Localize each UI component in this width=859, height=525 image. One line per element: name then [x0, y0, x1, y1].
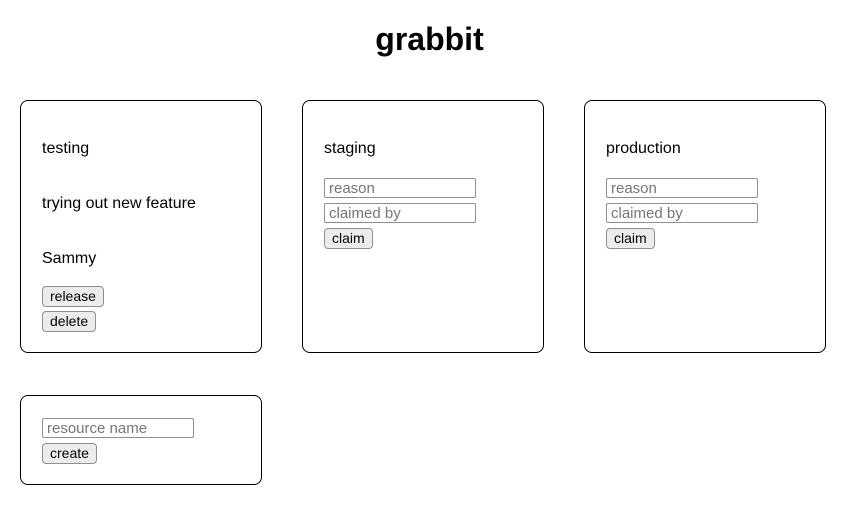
cards-container: testing trying out new feature Sammy rel… — [0, 100, 859, 485]
resource-name-label: testing — [42, 140, 90, 157]
resource-card-testing: testing trying out new feature Sammy rel… — [20, 100, 262, 353]
resource-name-input[interactable] — [42, 418, 194, 438]
resource-card-staging: staging claim — [302, 100, 544, 353]
create-button[interactable]: create — [42, 443, 97, 464]
reason-input[interactable] — [606, 178, 758, 198]
resource-card-production: production claim — [584, 100, 826, 353]
claim-reason-text: trying out new feature — [42, 195, 196, 212]
resource-name-label: production — [606, 140, 681, 157]
app-title: grabbit — [375, 21, 484, 57]
claimed-by-input[interactable] — [606, 203, 758, 223]
claimed-by-input[interactable] — [324, 203, 476, 223]
claim-button[interactable]: claim — [324, 228, 373, 249]
release-button[interactable]: release — [42, 286, 104, 307]
create-resource-card: create — [20, 395, 262, 485]
claimed-by-text: Sammy — [42, 250, 97, 267]
delete-button[interactable]: delete — [42, 311, 97, 332]
resource-name-label: staging — [324, 140, 376, 157]
claim-button[interactable]: claim — [606, 228, 655, 249]
reason-input[interactable] — [324, 178, 476, 198]
